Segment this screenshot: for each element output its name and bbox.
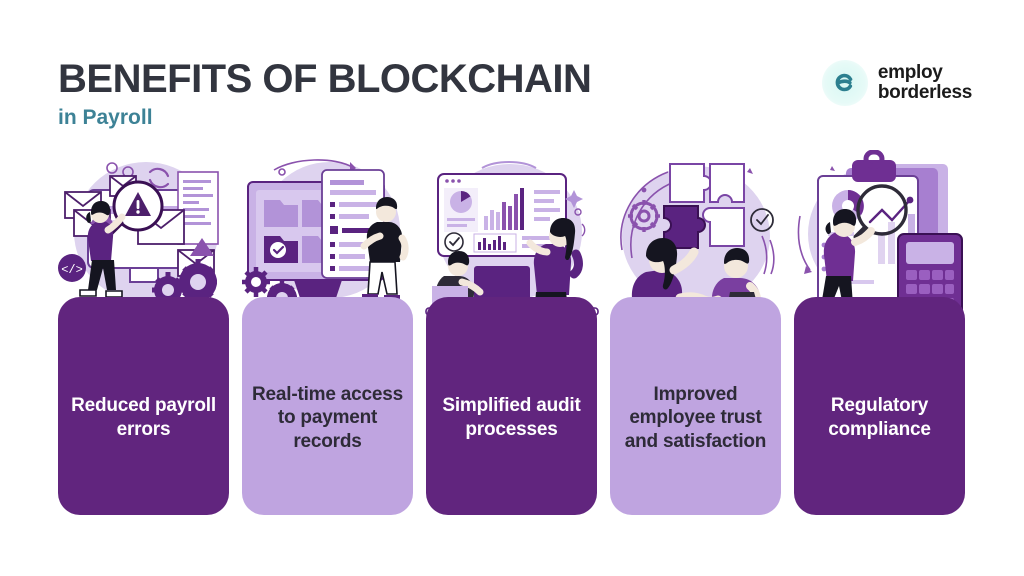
svg-text:</>: </> (61, 263, 83, 277)
page-title: BENEFITS OF BLOCKCHAIN (58, 57, 592, 101)
clipboard-lock-calculator-icon (786, 150, 973, 320)
benefit-label-5: Regulatory compliance (828, 395, 931, 440)
benefit-column-5: Regulatory compliance (786, 150, 973, 530)
header: BENEFITS OF BLOCKCHAIN in Payroll (58, 58, 758, 130)
benefit-card-2[interactable]: Real-time access to payment records (242, 297, 413, 515)
benefit-card-1[interactable]: Reduced payroll errors (58, 297, 229, 515)
benefit-card-3[interactable]: Simplified audit processes (426, 297, 597, 515)
man-checklist-folders-icon (234, 150, 421, 320)
brand-logo: employ borderless (821, 60, 972, 106)
benefit-label-4: Improved employee trust and satisfaction (624, 383, 767, 452)
benefit-column-3: Simplified audit processes (418, 150, 605, 530)
dashboard-analytics-team-icon (418, 150, 605, 320)
logo-line-2: borderless (877, 82, 972, 103)
benefit-card-4[interactable]: Improved employee trust and satisfaction (610, 297, 781, 515)
benefit-column-4: Improved employee trust and satisfaction (602, 150, 789, 530)
benefit-card-5[interactable]: Regulatory compliance (794, 297, 965, 515)
logo-wordmark: employ borderless (878, 63, 972, 103)
benefit-label-1: Reduced payroll errors (71, 395, 216, 440)
benefit-column-1: </> (50, 150, 237, 530)
benefit-label-2: Real-time access to payment records (252, 383, 404, 452)
benefit-column-2: Real-time access to payment records (234, 150, 421, 530)
handshake-puzzle-icon (602, 150, 789, 320)
page-subtitle: in Payroll (58, 106, 153, 130)
woman-magnifying-glass-warning-envelopes-icon: </> (50, 150, 237, 320)
benefit-columns: </> (0, 150, 1024, 530)
employ-e-icon (821, 60, 868, 106)
benefit-label-3: Simplified audit processes (442, 395, 581, 440)
logo-line-1: employ (877, 62, 943, 84)
